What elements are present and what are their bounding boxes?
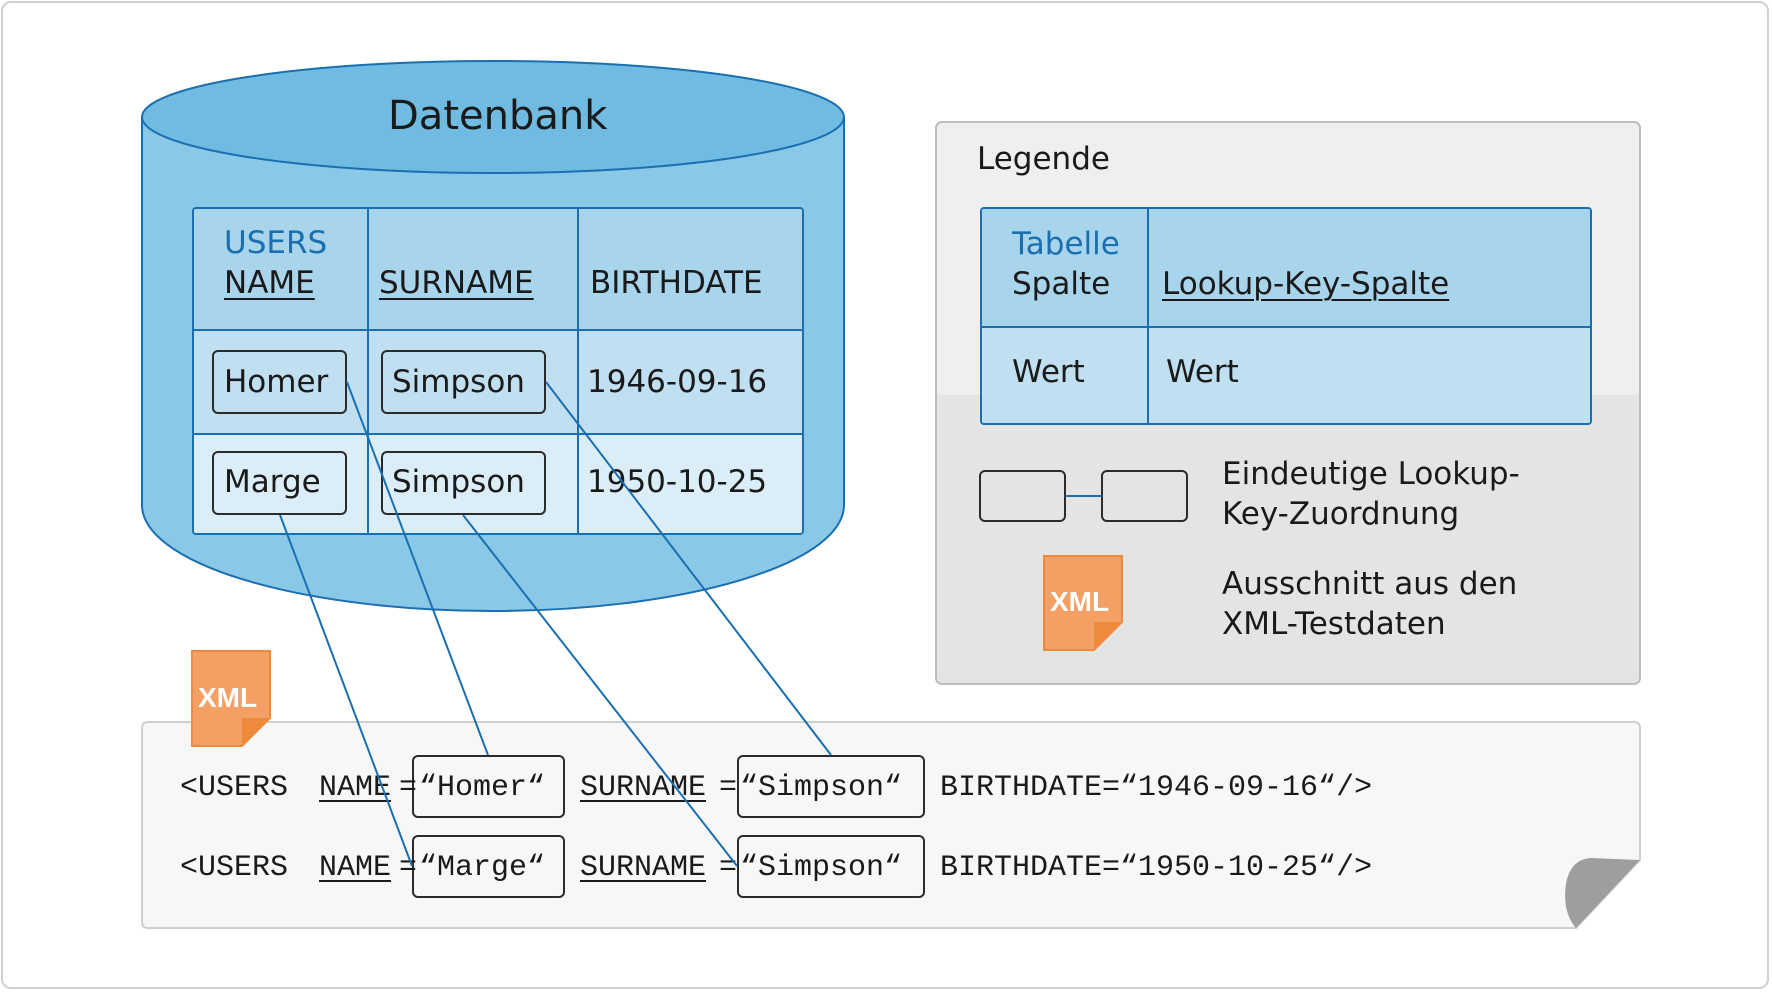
svg-text:XML: XML [198,682,257,713]
cell-surname-1: Simpson [392,364,525,400]
page-curl-icon [1565,858,1640,928]
legend-value-1: Wert [1012,354,1085,390]
xml-line-1-rest: BIRTHDATE=“1946-09-16“/> [940,771,1373,805]
xml-line-2-surname-attr: SURNAME [580,851,707,885]
legend-mapping-label-line2: Key-Zuordnung [1222,496,1460,532]
table-name-label: USERS [224,225,328,261]
xml-surname-simpson-1-box [737,755,925,818]
xml-line-2-eq1: = [399,851,418,885]
xml-line-1-surname-value: “Simpson“ [740,771,903,805]
column-header-birthdate: BIRTHDATE [590,265,763,301]
cell-birthdate-1: 1946-09-16 [587,364,768,400]
legend-column-label: Spalte [1012,266,1111,302]
database-cylinder-top [141,60,845,174]
cell-birthdate-2: 1950-10-25 [587,464,768,500]
cell-name-2: Marge [224,464,321,500]
xml-line-2-rest: BIRTHDATE=“1950-10-25“/> [940,851,1373,885]
cell-surname-2: Simpson [392,464,525,500]
svg-text:XML: XML [1050,586,1109,617]
xml-line-2-surname-value: “Simpson“ [740,851,903,885]
xml-line-1-eq1: = [399,771,418,805]
xml-line-2-name-attr: NAME [319,851,392,885]
legend-value-2: Wert [1166,354,1239,390]
legend-mapping-symbol [979,470,1188,522]
db-name-homer-box [212,350,347,414]
column-header-name: NAME [224,265,315,301]
legend-xml-label-line2: XML-Testdaten [1222,606,1446,642]
xml-line-1-prefix: <USERS [180,771,289,805]
xml-line-1-eq2: = [719,771,738,805]
xml-line-2-eq2: = [719,851,738,885]
legend-xml-label-line1: Ausschnitt aus den [1222,566,1518,602]
legend-table-label: Tabelle [1012,226,1120,262]
xml-line-1-name-value: “Homer“ [419,771,546,805]
column-header-surname: SURNAME [379,265,534,301]
legend-title: Legende [977,141,1110,177]
xml-file-icon: XML [191,650,271,747]
xml-surname-simpson-2-box [737,835,925,898]
legend-table [980,207,1592,425]
xml-line-2-name-value: “Marge“ [419,851,546,885]
xml-line-1-surname-attr: SURNAME [580,771,707,805]
legend-lookup-column-label: Lookup-Key-Spalte [1162,266,1450,302]
xml-line-2-prefix: <USERS [180,851,289,885]
legend-mapping-label-line1: Eindeutige Lookup- [1222,456,1520,492]
db-name-marge-box [212,451,347,515]
legend-xml-file-icon: XML [1043,555,1123,651]
cell-name-1: Homer [224,364,329,400]
xml-line-1-name-attr: NAME [319,771,392,805]
database-title: Datenbank [388,93,608,139]
